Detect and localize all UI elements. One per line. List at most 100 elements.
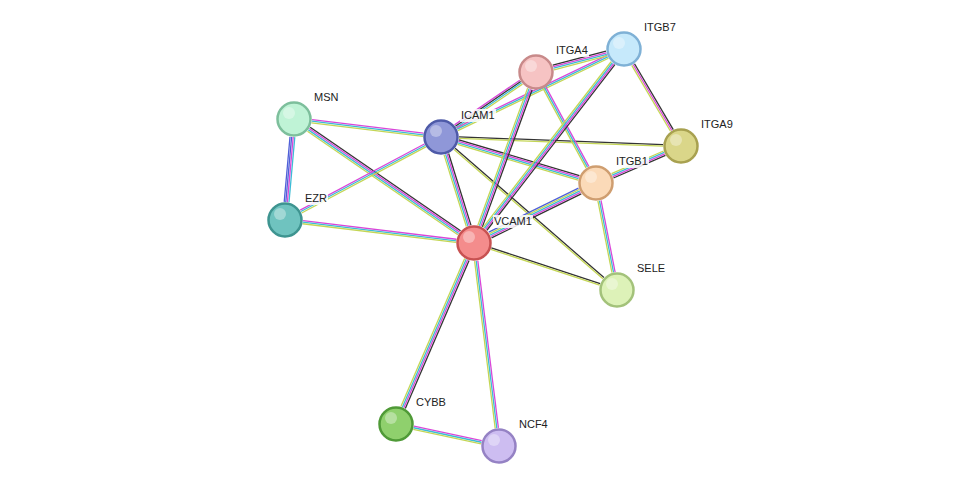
interaction-edge (491, 248, 600, 285)
evidence-stroke (446, 154, 468, 226)
evidence-stroke (599, 201, 613, 273)
evidence-stroke (402, 259, 466, 407)
protein-node: NCF4 (481, 428, 517, 464)
protein-node: CYBB (378, 406, 414, 442)
node-label: CYBB (415, 396, 447, 409)
evidence-stroke (405, 260, 469, 408)
evidence-stroke (414, 426, 482, 440)
evidence-stroke (489, 188, 579, 232)
node-circle-shape (608, 33, 641, 66)
interaction-edge (489, 188, 582, 238)
node-label: SELE (636, 262, 666, 275)
evidence-stroke (491, 192, 581, 236)
node-highlight (430, 125, 442, 137)
evidence-stroke (632, 65, 671, 131)
evidence-stroke (312, 123, 423, 137)
evidence-stroke (457, 57, 608, 129)
protein-node: EZR (267, 202, 303, 238)
evidence-stroke (458, 141, 578, 177)
node-circle-shape (520, 56, 553, 89)
node-highlight (488, 434, 500, 446)
evidence-stroke (491, 248, 600, 284)
interaction-edge (401, 259, 469, 409)
node-circle (378, 406, 414, 442)
node-circle-shape (425, 121, 458, 154)
evidence-stroke (413, 429, 481, 443)
node-circle (599, 272, 635, 308)
evidence-stroke (634, 64, 673, 130)
evidence-stroke (401, 259, 465, 407)
evidence-stroke (491, 249, 600, 285)
evidence-stroke (447, 154, 469, 226)
evidence-stroke (612, 151, 664, 174)
protein-node: ITGB7 (606, 31, 642, 67)
node-circle-shape (483, 430, 516, 463)
node-highlight (385, 412, 397, 424)
interaction-edge (475, 261, 499, 429)
node-label: VCAM1 (493, 215, 533, 228)
evidence-stroke (633, 65, 672, 131)
evidence-stroke (543, 89, 586, 168)
evidence-stroke (303, 221, 456, 240)
interaction-edge (598, 200, 615, 272)
node-circle-shape (665, 130, 698, 163)
node-label: MSN (313, 91, 339, 104)
node-circle (267, 202, 303, 238)
node-circle (423, 119, 459, 155)
interaction-edge (413, 426, 481, 444)
interaction-edge (457, 55, 609, 130)
evidence-stroke (492, 194, 582, 238)
node-circle (518, 54, 554, 90)
node-label: ICAM1 (460, 109, 496, 122)
node-highlight (670, 134, 682, 146)
interaction-edge (444, 153, 471, 226)
protein-node: ICAM1 (423, 119, 459, 155)
evidence-stroke (303, 222, 456, 241)
protein-node: SELE (599, 272, 635, 308)
evidence-stroke (301, 145, 425, 211)
node-circle-shape (380, 408, 413, 441)
interaction-edge (284, 137, 295, 203)
evidence-stroke (489, 190, 579, 234)
interaction-edge (303, 221, 457, 243)
node-label: EZR (304, 192, 328, 205)
node-circle (606, 31, 642, 67)
evidence-stroke (598, 201, 612, 273)
node-circle (663, 128, 699, 164)
node-circle (481, 428, 517, 464)
node-label: ITGA4 (555, 44, 589, 57)
evidence-stroke (458, 144, 578, 180)
node-highlight (613, 37, 625, 49)
evidence-stroke (300, 144, 424, 210)
node-label: ITGA9 (700, 118, 734, 131)
evidence-stroke (303, 224, 456, 243)
protein-node: ITGA9 (663, 128, 699, 164)
evidence-stroke (414, 428, 482, 442)
evidence-stroke (459, 138, 663, 146)
node-highlight (606, 278, 618, 290)
node-highlight (283, 107, 295, 119)
evidence-stroke (404, 260, 468, 408)
node-highlight (274, 208, 286, 220)
interaction-edge (612, 151, 666, 178)
evidence-stroke (444, 155, 466, 227)
evidence-stroke (302, 147, 426, 213)
evidence-stroke (490, 191, 580, 235)
evidence-stroke (612, 152, 664, 175)
protein-node: MSN (276, 101, 312, 137)
evidence-stroke (483, 62, 611, 228)
evidence-stroke (312, 120, 423, 134)
evidence-stroke (458, 143, 578, 179)
evidence-stroke (601, 200, 615, 272)
node-highlight (463, 231, 475, 243)
protein-node: ITGB1 (578, 165, 614, 201)
evidence-stroke (478, 261, 499, 428)
interaction-edge (300, 144, 426, 213)
node-circle (578, 165, 614, 201)
node-label: NCF4 (518, 418, 549, 431)
node-highlight (525, 60, 537, 72)
node-circle-shape (458, 227, 491, 260)
interaction-edge (632, 64, 674, 132)
interaction-edge (458, 140, 580, 180)
